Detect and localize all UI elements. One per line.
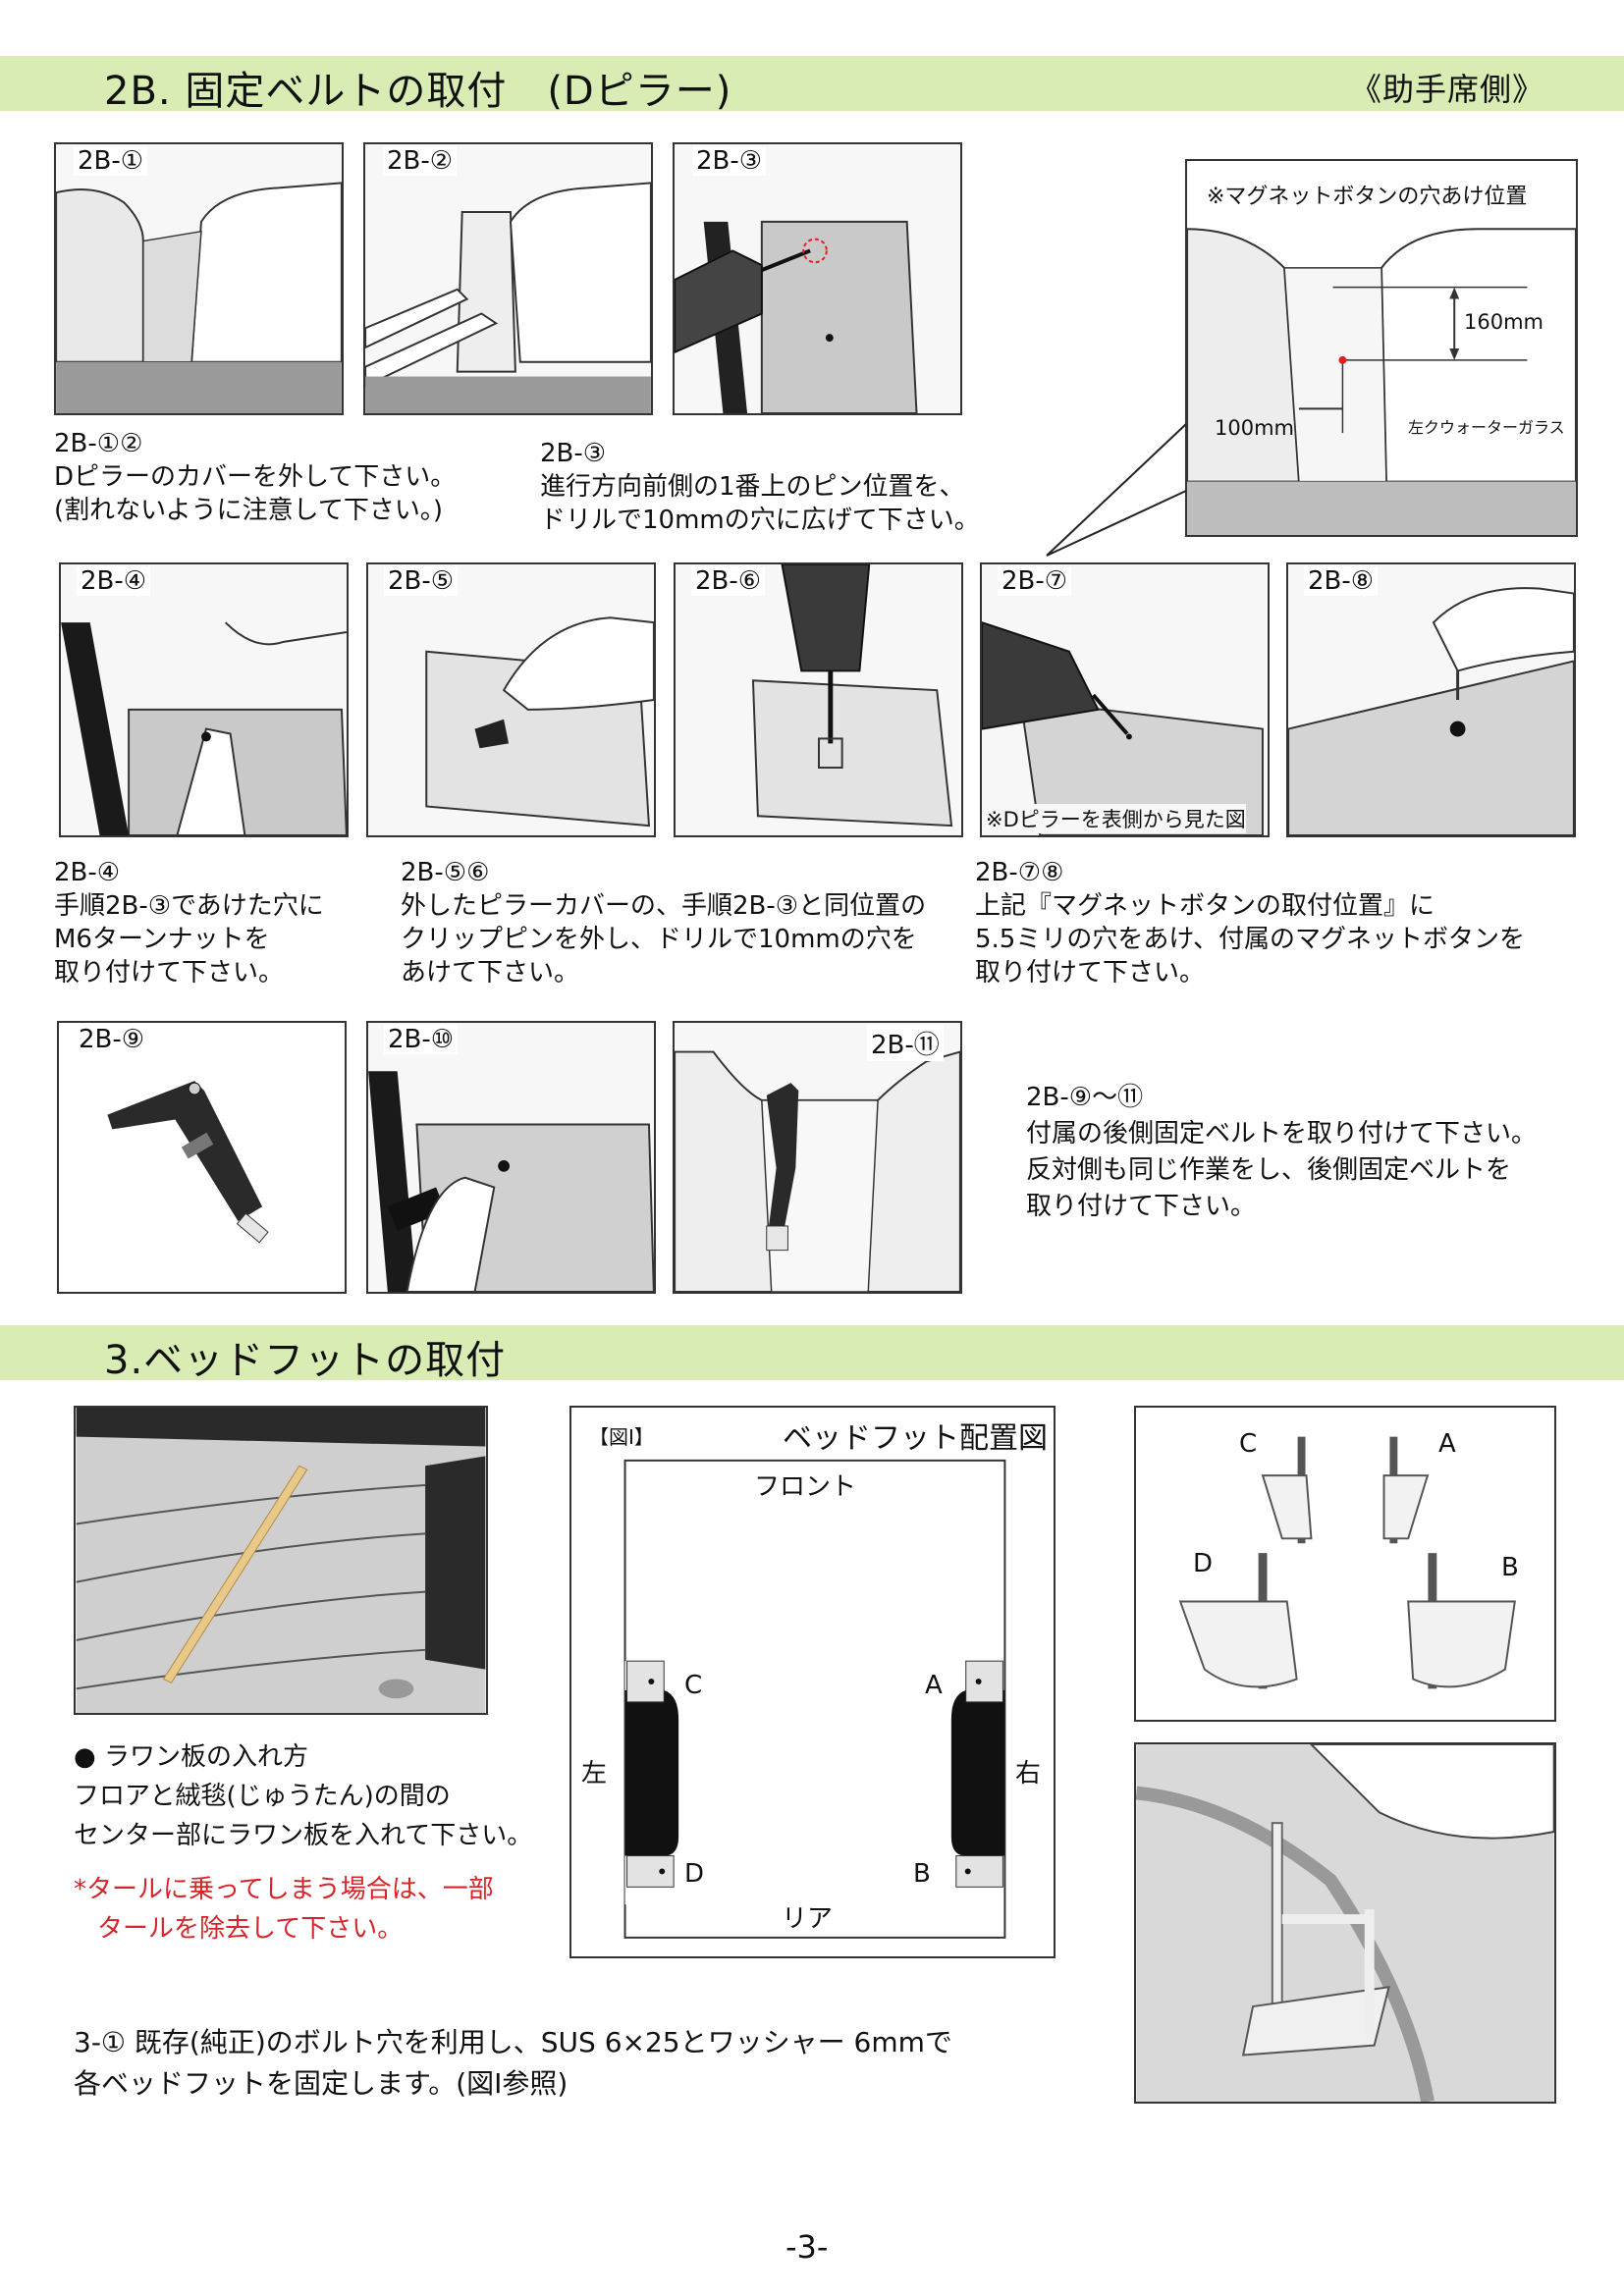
drill-magnet-hole-illustration	[982, 564, 1268, 835]
panel-label: 2B-②	[383, 146, 458, 176]
panel-label: 2B-③	[692, 146, 767, 176]
section-3-title: 3.ベッドフットの取付	[104, 1338, 507, 1383]
magnet-button-install-illustration	[1288, 564, 1574, 835]
section-3-header	[0, 1325, 1624, 1380]
position-b-label: B	[913, 1859, 931, 1889]
panel-2b-9: 2B-⑨	[57, 1021, 347, 1294]
belt-illustration	[59, 1023, 345, 1292]
panel-label: 2B-⑩	[384, 1025, 459, 1054]
position-d-label: D	[684, 1859, 705, 1889]
panel-label: 2B-⑦	[998, 566, 1072, 596]
floor-illustration	[76, 1408, 486, 1713]
right-label: 右	[1015, 1759, 1042, 1789]
position-c-label: C	[684, 1671, 703, 1700]
panel-2b-11: 2B-⑪	[673, 1021, 962, 1294]
step-3-1: 3-① 既存(純正)のボルト穴を利用し、SUS 6×25とワッシャー 6mmで …	[74, 2026, 952, 2100]
front-label: フロント	[754, 1472, 857, 1502]
dim-vertical-label: 160mm	[1464, 310, 1543, 334]
part-c-label: C	[1239, 1429, 1258, 1459]
caption-2b-7-8: 2B-⑦⑧ 上記『マグネットボタンの取付位置』に 5.5ミリの穴をあけ、付属のマ…	[975, 858, 1526, 988]
lauan-instructions: ● ラワン板の入れ方 フロアと絨毯(じゅうたん)の間の センター部にラワン板を入…	[74, 1742, 533, 1850]
parts-drawing	[1136, 1408, 1554, 1720]
dim-horizontal-label: 100mm	[1215, 416, 1294, 440]
panel-label: 2B-⑥	[691, 566, 766, 596]
caption-2b-3: 2B-③ 進行方向前側の1番上のピン位置を、 ドリルで10mmの穴に広げて下さい…	[540, 439, 980, 535]
bed-foot-installed-illustration	[1134, 1742, 1556, 2104]
panel-2b-2: 2B-②	[363, 142, 653, 415]
panel-2b-5: 2B-⑤	[366, 562, 656, 837]
lauan-warning: *タールに乗ってしまう場合は、一部 タールを除去して下さい。	[74, 1875, 494, 1944]
floor-lauan-illustration	[74, 1406, 488, 1715]
left-label: 左	[581, 1759, 608, 1789]
section-2b-side-label: 《助手席側》	[1350, 71, 1545, 108]
magnet-detail-title: ※マグネットボタンの穴あけ位置	[1207, 179, 1528, 210]
callout-pointer	[1046, 423, 1187, 557]
panel-label: 2B-⑨	[75, 1025, 149, 1054]
panel-2b-1: 2B-①	[54, 142, 344, 415]
drill-illustration	[675, 144, 960, 413]
caption-2b-5-6: 2B-⑤⑥ 外したピラーカバーの、手順2B-③と同位置の クリップピンを外し、ド…	[401, 858, 927, 988]
part-b-label: B	[1501, 1553, 1519, 1582]
bed-foot-layout-diagram: 【図Ⅰ】 ベッドフット配置図 フロント リア 左 右 C A D B	[569, 1406, 1056, 1958]
rear-label: リア	[782, 1904, 834, 1934]
layout-diagram-drawing	[623, 1459, 1006, 1939]
magnet-position-detail: ※マグネットボタンの穴あけ位置 160mm 100mm 左クウォーターガラス	[1185, 159, 1578, 537]
figure-label: 【図Ⅰ】	[589, 1425, 654, 1449]
clip-pin-removal-illustration	[368, 564, 654, 835]
panel-2b-3: 2B-③	[673, 142, 962, 415]
position-a-label: A	[925, 1671, 943, 1700]
pillar-cover-illustration	[56, 144, 342, 413]
section-2b-title: 2B. 固定ベルトの取付 (Dピラー)	[104, 69, 732, 114]
installed-drawing	[1136, 1744, 1554, 2102]
section-2b-header	[0, 56, 1624, 111]
view-note: ※Dピラーを表側から見た図	[986, 804, 1246, 833]
panel-2b-8: 2B-⑧	[1286, 562, 1576, 837]
glass-label: 左クウォーターガラス	[1408, 418, 1565, 437]
part-d-label: D	[1193, 1549, 1214, 1578]
caption-2b-1-2: 2B-①② Dピラーのカバーを外して下さい。 (割れないように注意して下さい。)	[54, 429, 457, 525]
bullet-icon: ●	[74, 1742, 96, 1772]
panel-2b-7: ※Dピラーを表側から見た図 2B-⑦	[980, 562, 1270, 837]
panel-2b-10: 2B-⑩	[366, 1021, 656, 1294]
panel-2b-4: 2B-④	[59, 562, 349, 837]
layout-title: ベッドフット配置図	[783, 1421, 1048, 1456]
magnet-position-diagram	[1187, 161, 1576, 535]
caption-2b-9-11: 2B-⑨～⑪ 付属の後側固定ベルトを取り付けて下さい。 反対側も同じ作業をし、後…	[1026, 1083, 1538, 1221]
remove-cover-illustration	[365, 144, 651, 413]
panel-label: 2B-⑤	[384, 566, 459, 596]
panel-2b-6: 2B-⑥	[674, 562, 963, 837]
panel-label: 2B-⑪	[867, 1025, 944, 1061]
belt-installed-illustration	[675, 1023, 960, 1292]
belt-fixing-illustration	[368, 1023, 654, 1292]
page-number: -3-	[785, 2228, 829, 2266]
part-a-label: A	[1438, 1429, 1456, 1459]
caption-2b-4: 2B-④ 手順2B-③であけた穴に M6ターンナットを 取り付けて下さい。	[54, 858, 324, 988]
bed-foot-parts-illustration: C A D B	[1134, 1406, 1556, 1722]
panel-label: 2B-④	[77, 566, 151, 596]
turn-nut-illustration	[61, 564, 347, 835]
panel-label: 2B-⑧	[1304, 566, 1379, 596]
drill-cover-illustration	[676, 564, 961, 835]
panel-label: 2B-①	[74, 146, 148, 176]
